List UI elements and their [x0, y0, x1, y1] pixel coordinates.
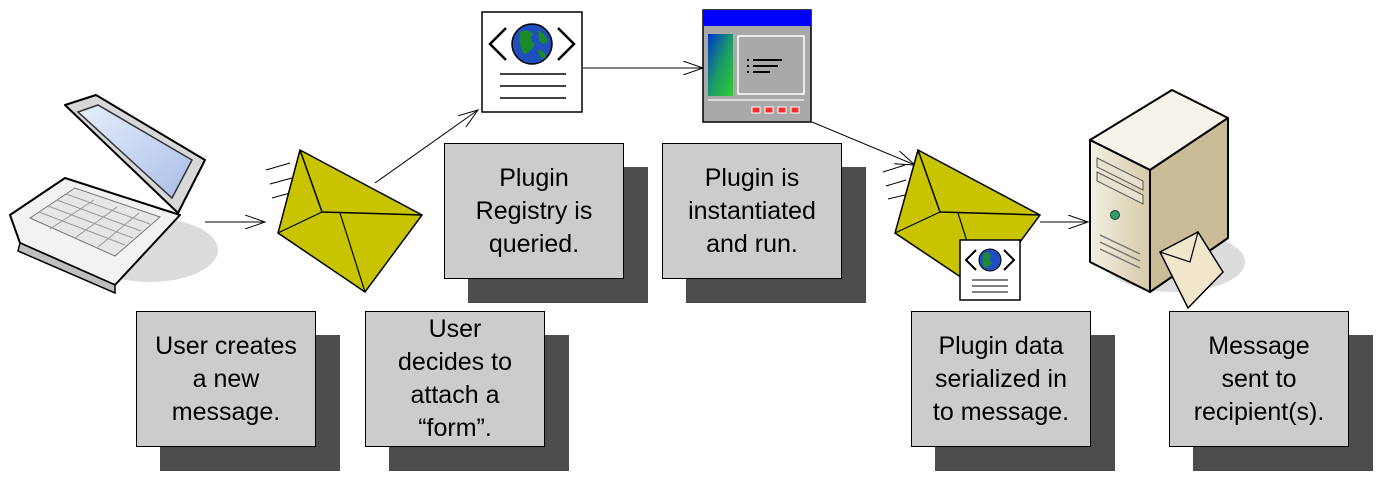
step-3-line-1: Plugin [499, 163, 569, 192]
step-2-box: User decides to attach a “form”. [365, 311, 545, 447]
step-3-line-2: Registry is [475, 196, 593, 225]
step-5-line-2: serialized in [934, 364, 1067, 393]
laptop-icon [9, 94, 218, 295]
server-icon [1089, 89, 1245, 310]
step-6-box: Message sent to recipient(s). [1169, 311, 1349, 447]
envelope-icon [265, 148, 424, 294]
step-1-text: User creates a new message. [155, 330, 297, 429]
step-2-text: User decides to attach a “form”. [398, 313, 512, 445]
step-2-line-3: attach a [410, 381, 500, 409]
arrow-plugin-to-envelope [811, 121, 915, 165]
step-2-line-2: decides to [398, 348, 512, 376]
step-5-line-1: Plugin data [938, 331, 1064, 360]
arrows [205, 68, 1088, 222]
step-4-line-3: and run. [706, 229, 798, 258]
step-6-line-3: recipient(s). [1193, 397, 1325, 426]
envelope-with-form-icon [882, 148, 1042, 301]
step-1-line-2: a new [192, 364, 260, 393]
step-5-line-3: to message. [932, 397, 1070, 426]
step-4-line-1: Plugin is [704, 163, 800, 192]
form-document-icon [481, 11, 583, 113]
step-3-box: Plugin Registry is queried. [444, 143, 624, 279]
step-5-text: Plugin data serialized in to message. [933, 330, 1069, 429]
arrow-envelope-to-registry [374, 110, 478, 184]
step-5-box: Plugin data serialized in to message. [911, 311, 1091, 447]
step-6-line-2: sent to [1221, 364, 1297, 393]
step-4-line-2: instantiated [688, 196, 816, 225]
step-6-text: Message sent to recipient(s). [1194, 330, 1325, 429]
step-3-line-3: queried. [488, 229, 580, 258]
step-3-text: Plugin Registry is queried. [476, 162, 593, 261]
step-1-box: User creates a new message. [136, 311, 316, 447]
step-6-line-1: Message [1208, 331, 1310, 360]
step-1-line-1: User creates [155, 331, 297, 360]
step-1-line-3: message. [171, 397, 281, 426]
plugin-window-icon [702, 9, 812, 123]
step-4-box: Plugin is instantiated and run. [662, 143, 842, 279]
step-2-line-4: “form”. [418, 414, 492, 442]
step-2-line-1: User [428, 315, 482, 343]
step-4-text: Plugin is instantiated and run. [688, 162, 816, 261]
